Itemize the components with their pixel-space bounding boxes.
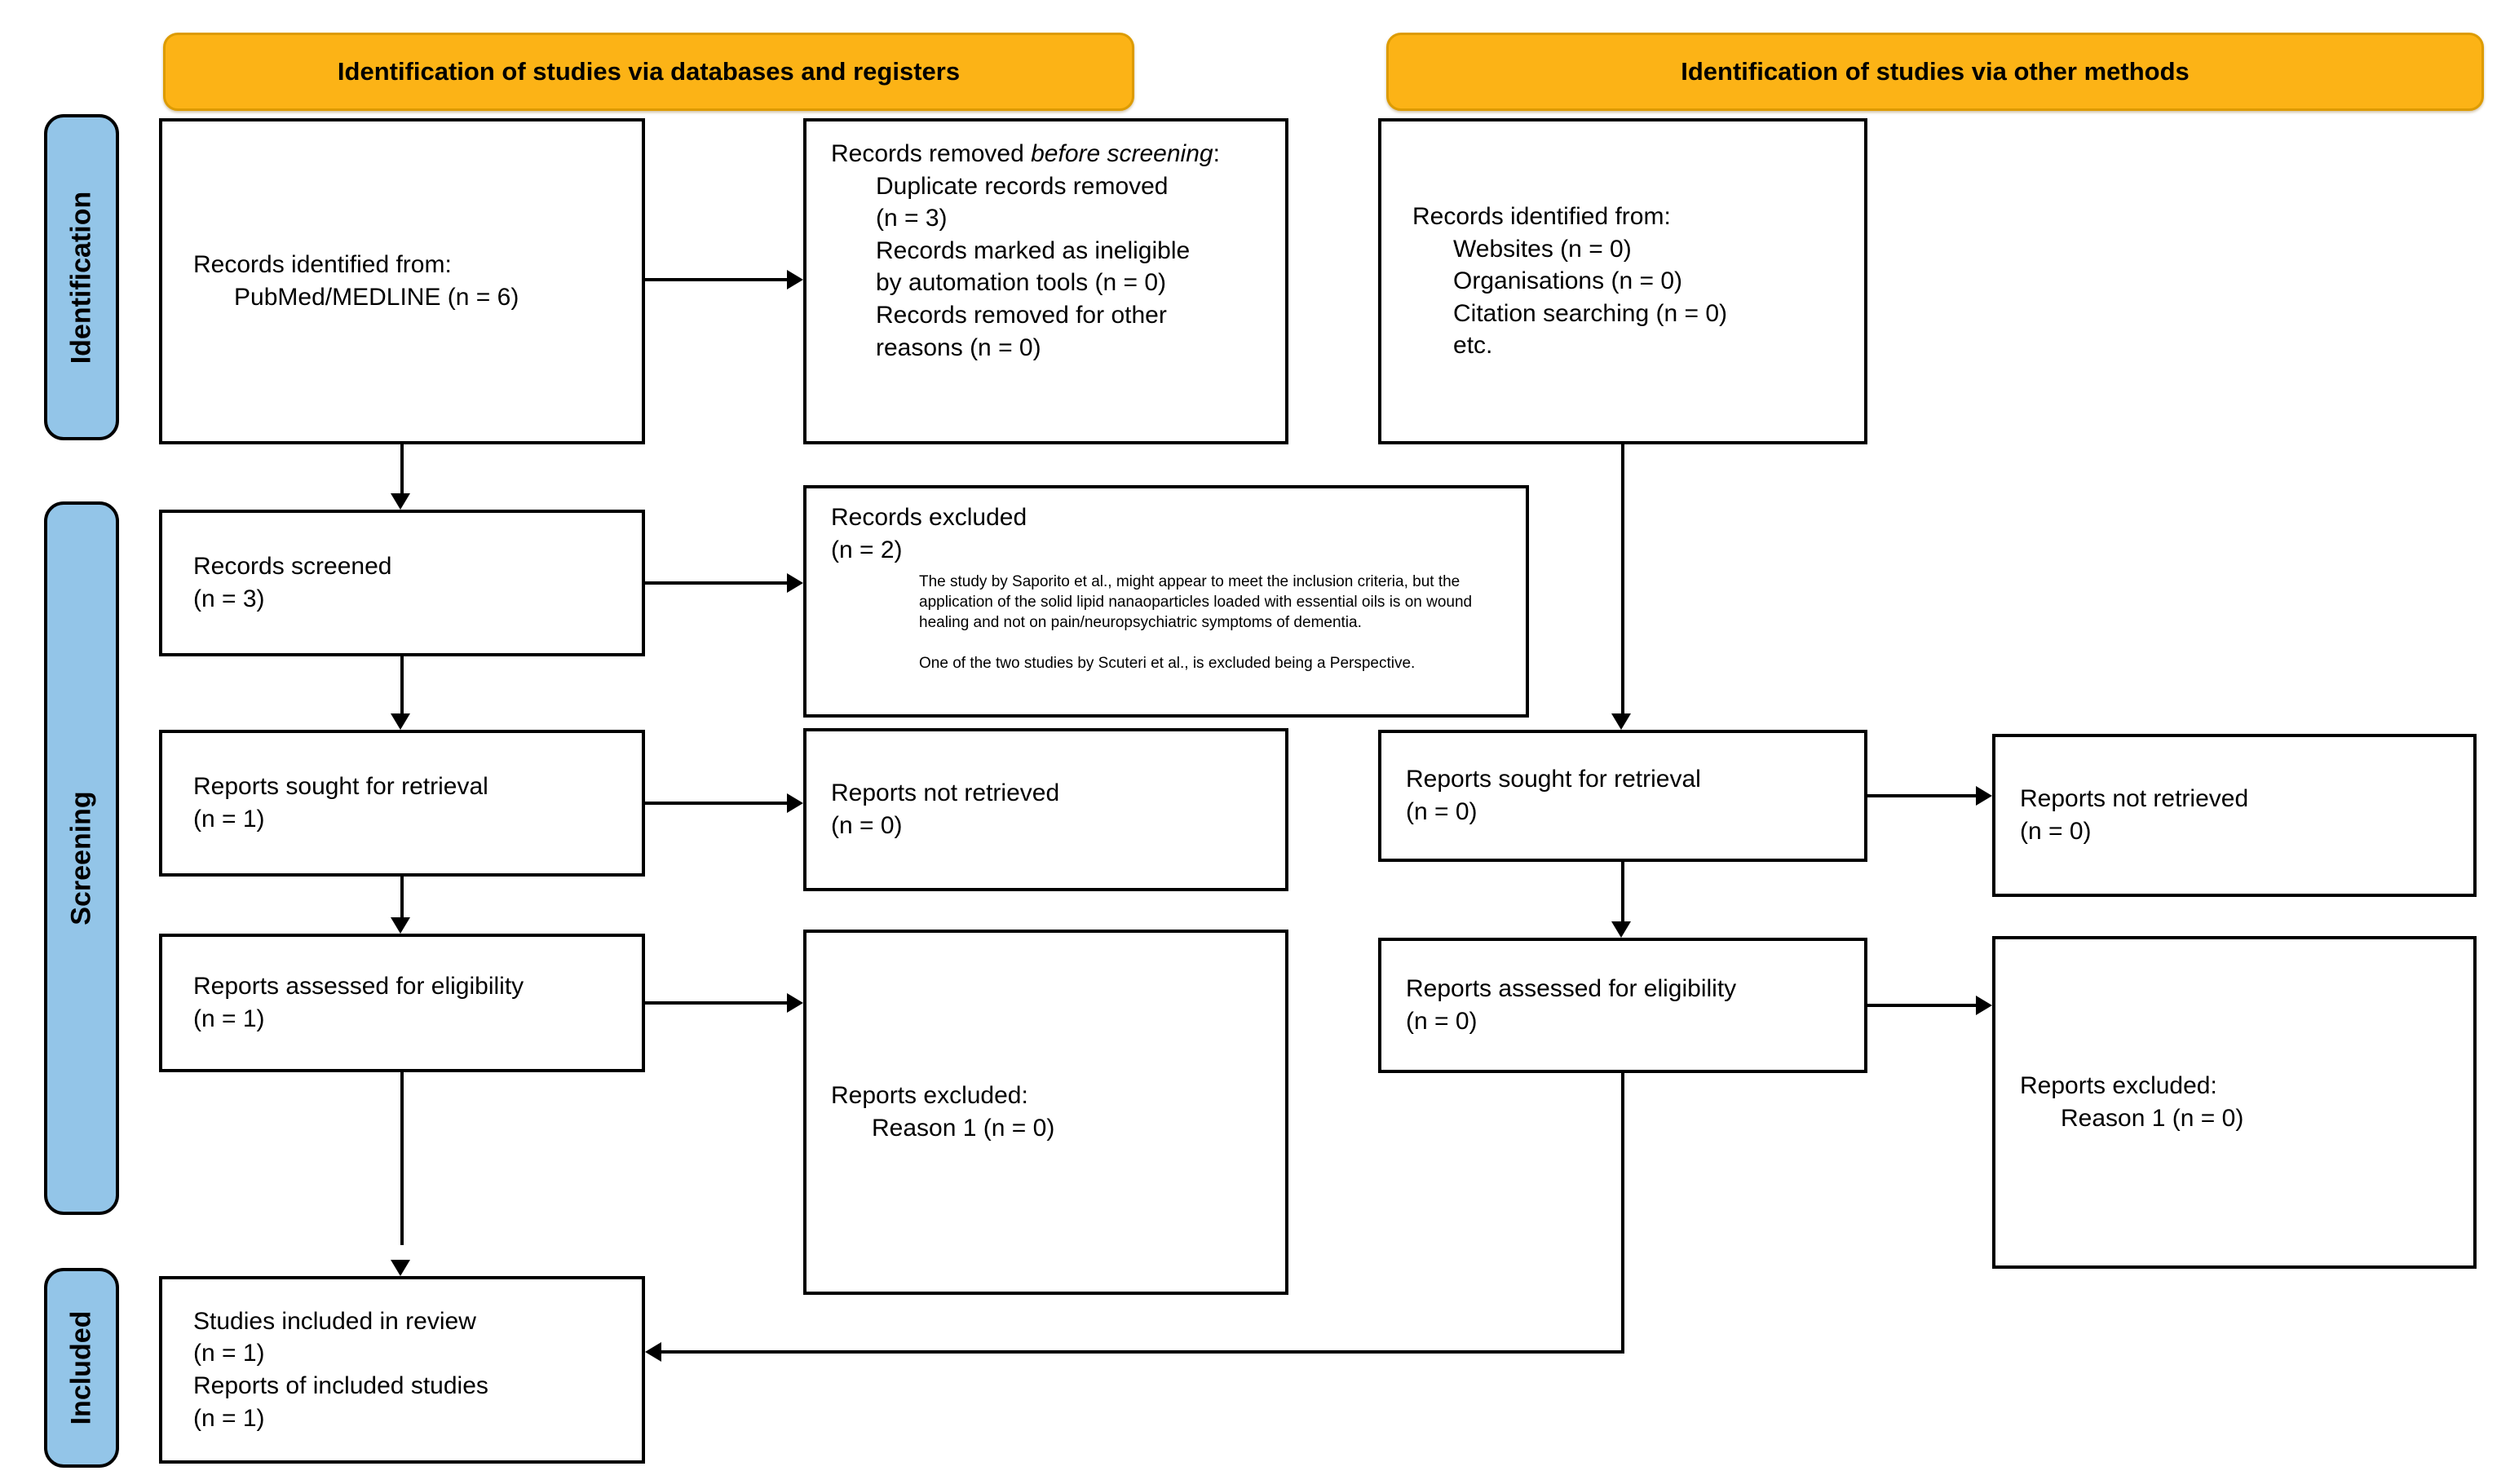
box-records-identified-other: Records identified from: Websites (n = 0… xyxy=(1378,118,1867,444)
reports-assessed-databases-text: Reports assessed for eligibility (n = 1) xyxy=(193,973,524,1032)
arrow-assessed-to-included-line xyxy=(400,1072,404,1245)
box-reports-sought-databases: Reports sought for retrieval (n = 1) xyxy=(159,730,645,877)
arrow-sought-to-notretrieved-head xyxy=(787,793,803,813)
arrow-sought-other-to-notretrieved-head xyxy=(1976,786,1992,806)
arrow-identified-to-removed-head xyxy=(787,270,803,289)
arrow-identified-to-removed-line xyxy=(645,278,789,281)
header-other-methods-label: Identification of studies via other meth… xyxy=(1681,57,2190,86)
box-reports-assessed-other: Reports assessed for eligibility (n = 0) xyxy=(1378,938,1867,1073)
header-other-methods: Identification of studies via other meth… xyxy=(1386,33,2484,111)
records-identified-other-text: Records identified from: Websites (n = 0… xyxy=(1412,203,1728,360)
arrow-assessed-to-excluded-line xyxy=(645,1001,789,1005)
records-removed-suffix: : xyxy=(1213,140,1220,167)
phase-screening: Screening xyxy=(44,501,119,1215)
studies-included-text: Studies included in review (n = 1) Repor… xyxy=(193,1307,488,1432)
arrow-sought-to-notretrieved-line xyxy=(645,802,789,805)
arrow-assessed-other-to-excluded-head xyxy=(1976,996,1992,1015)
arrow-assessed-other-to-included-vline xyxy=(1621,1073,1624,1354)
arrow-assessed-other-to-excluded-line xyxy=(1867,1004,1978,1007)
box-records-removed: Records removed before screening: Duplic… xyxy=(803,118,1288,444)
reports-not-retrieved-other-text: Reports not retrieved (n = 0) xyxy=(2020,785,2249,845)
records-screened-text: Records screened (n = 3) xyxy=(193,553,392,612)
arrow-sought-to-assessed-head xyxy=(391,917,410,934)
box-reports-sought-other: Reports sought for retrieval (n = 0) xyxy=(1378,730,1867,862)
phase-included-label: Included xyxy=(65,1310,97,1425)
phase-included: Included xyxy=(44,1268,119,1468)
records-identified-databases-text: Records identified from: PubMed/MEDLINE … xyxy=(193,251,519,311)
records-removed-items: Duplicate records removed (n = 3) Record… xyxy=(876,172,1191,361)
box-reports-excluded-other: Reports excluded: Reason 1 (n = 0) xyxy=(1992,936,2477,1269)
arrow-identified-to-screened-head xyxy=(391,493,410,510)
arrow-assessed-to-excluded-head xyxy=(787,993,803,1013)
arrow-screened-to-sought-line xyxy=(400,656,404,715)
arrow-identified-other-to-sought-line xyxy=(1621,444,1624,715)
phase-screening-label: Screening xyxy=(65,791,97,925)
arrow-sought-other-to-notretrieved-line xyxy=(1867,794,1978,797)
header-databases-registers: Identification of studies via databases … xyxy=(163,33,1134,111)
reports-assessed-other-text: Reports assessed for eligibility (n = 0) xyxy=(1406,975,1737,1035)
records-removed-prefix: Records removed xyxy=(831,140,1032,167)
records-excluded-note-scuteri: One of the two studies by Scuteri et al.… xyxy=(919,655,1416,673)
arrow-assessed-to-included-head xyxy=(391,1260,410,1276)
arrow-sought-other-to-assessed-line xyxy=(1621,862,1624,923)
reports-excluded-databases-text: Reports excluded: Reason 1 (n = 0) xyxy=(831,1082,1055,1142)
phase-identification: Identification xyxy=(44,114,119,440)
header-databases-registers-label: Identification of studies via databases … xyxy=(337,57,961,86)
reports-sought-databases-text: Reports sought for retrieval (n = 1) xyxy=(193,773,488,833)
box-reports-not-retrieved-databases: Reports not retrieved (n = 0) xyxy=(803,728,1288,891)
arrow-screened-to-excluded-head xyxy=(787,573,803,593)
box-records-excluded: Records excluded (n = 2) The study by Sa… xyxy=(803,485,1529,718)
records-excluded-note-saporito: The study by Saporito et al., might appe… xyxy=(919,573,1473,631)
arrow-screened-to-excluded-line xyxy=(645,581,789,585)
arrow-assessed-other-to-included-head xyxy=(645,1342,661,1362)
records-removed-heading: Records removed before screening: xyxy=(831,138,1270,170)
arrow-sought-to-assessed-line xyxy=(400,877,404,919)
box-reports-assessed-databases: Reports assessed for eligibility (n = 1) xyxy=(159,934,645,1072)
reports-excluded-other-text: Reports excluded: Reason 1 (n = 0) xyxy=(2020,1072,2244,1132)
phase-identification-label: Identification xyxy=(65,191,97,364)
arrow-identified-to-screened-line xyxy=(400,444,404,495)
box-records-screened: Records screened (n = 3) xyxy=(159,510,645,656)
arrow-assessed-other-to-included-hline xyxy=(660,1350,1624,1354)
box-reports-excluded-databases: Reports excluded: Reason 1 (n = 0) xyxy=(803,930,1288,1295)
box-studies-included: Studies included in review (n = 1) Repor… xyxy=(159,1276,645,1464)
arrow-identified-other-to-sought-head xyxy=(1611,713,1631,730)
box-reports-not-retrieved-other: Reports not retrieved (n = 0) xyxy=(1992,734,2477,897)
records-removed-italic: before screening xyxy=(1031,140,1213,167)
box-records-identified-databases: Records identified from: PubMed/MEDLINE … xyxy=(159,118,645,444)
reports-not-retrieved-databases-text: Reports not retrieved (n = 0) xyxy=(831,780,1060,839)
reports-sought-other-text: Reports sought for retrieval (n = 0) xyxy=(1406,766,1701,825)
arrow-screened-to-sought-head xyxy=(391,713,410,730)
records-excluded-title: Records excluded (n = 2) xyxy=(831,504,1027,563)
arrow-sought-other-to-assessed-head xyxy=(1611,921,1631,938)
